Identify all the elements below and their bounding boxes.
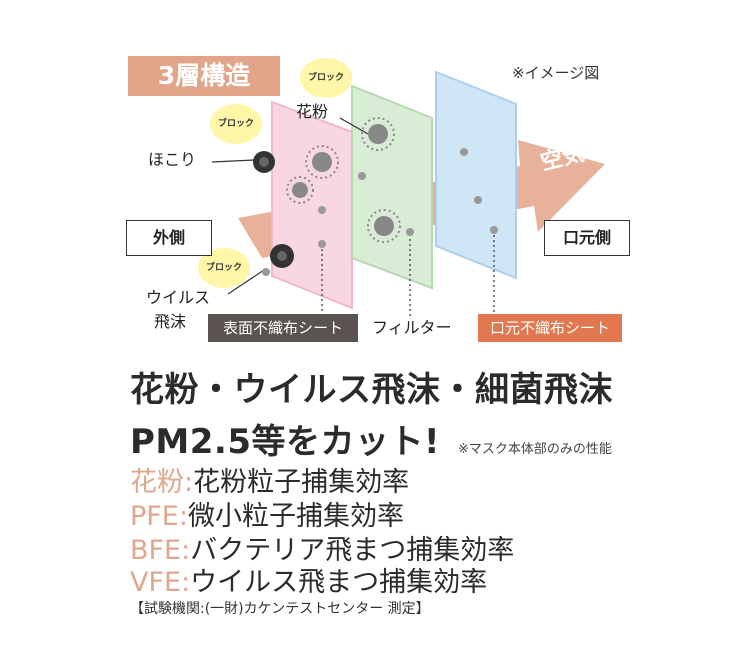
three-layer-diagram [211, 70, 605, 318]
mouth-layer-tag: 口元不織布シート [478, 314, 622, 342]
three-layer-badge: 3層構造 [128, 56, 280, 96]
outside-label: 外側 [126, 220, 212, 256]
spec-row: 花粉:花粉粒子捕集効率 [130, 466, 409, 500]
block-badge: ブロック [300, 58, 352, 98]
virus-label-line1: ウイルス [146, 288, 211, 307]
pollen-particle [367, 209, 401, 243]
headline-line1: 花粉・ウイルス飛沫・細菌飛沫 [130, 370, 613, 410]
virus-label-line2: 飛沫 [154, 312, 187, 331]
spec-key: PFE [130, 501, 179, 532]
filter-layer [351, 84, 433, 290]
spec-key: VFE [130, 567, 182, 598]
dust-particle [253, 151, 275, 173]
mouth-layer [435, 70, 517, 280]
spec-row: PFE:微小粒子捕集効率 [130, 500, 404, 534]
surface-layer-tag: 表面不織布シート [208, 314, 358, 342]
spec-sep: : [181, 567, 191, 598]
spec-row: BFE:バクテリア飛まつ捕集効率 [130, 534, 514, 568]
test-lab-footer: 【試験機関:(一財)カケンテストセンター 測定】 [130, 601, 430, 617]
headline-line2: PM2.5等をカット! [130, 422, 440, 462]
spec-sep: : [178, 501, 188, 532]
spec-value: ウイルス飛まつ捕集効率 [190, 567, 488, 598]
mouth-side-label: 口元側 [544, 220, 630, 256]
spec-row: VFE:ウイルス飛まつ捕集効率 [130, 566, 487, 600]
spec-value: 花粉粒子捕集効率 [193, 467, 410, 498]
pollen-label: 花粉 [296, 102, 329, 121]
filter-layer-tag: フィルター [372, 318, 452, 337]
spec-key: 花粉 [130, 467, 184, 498]
dust-label: ほこり [148, 150, 197, 169]
spec-key: BFE [130, 535, 182, 566]
pollen-particle [286, 176, 314, 204]
image-note: ※イメージ図 [512, 64, 600, 82]
spec-value: 微小粒子捕集効率 [187, 501, 404, 532]
surface-layer [271, 100, 353, 310]
spec-sep: : [181, 535, 191, 566]
pollen-particle [361, 117, 395, 151]
pollen-particle [305, 145, 339, 179]
block-badge: ブロック [210, 104, 262, 144]
spec-sep: : [184, 467, 194, 498]
performance-note: ※マスク本体部のみの性能 [458, 442, 612, 457]
spec-value: バクテリア飛まつ捕集効率 [190, 535, 515, 566]
dust-particle [270, 244, 294, 268]
